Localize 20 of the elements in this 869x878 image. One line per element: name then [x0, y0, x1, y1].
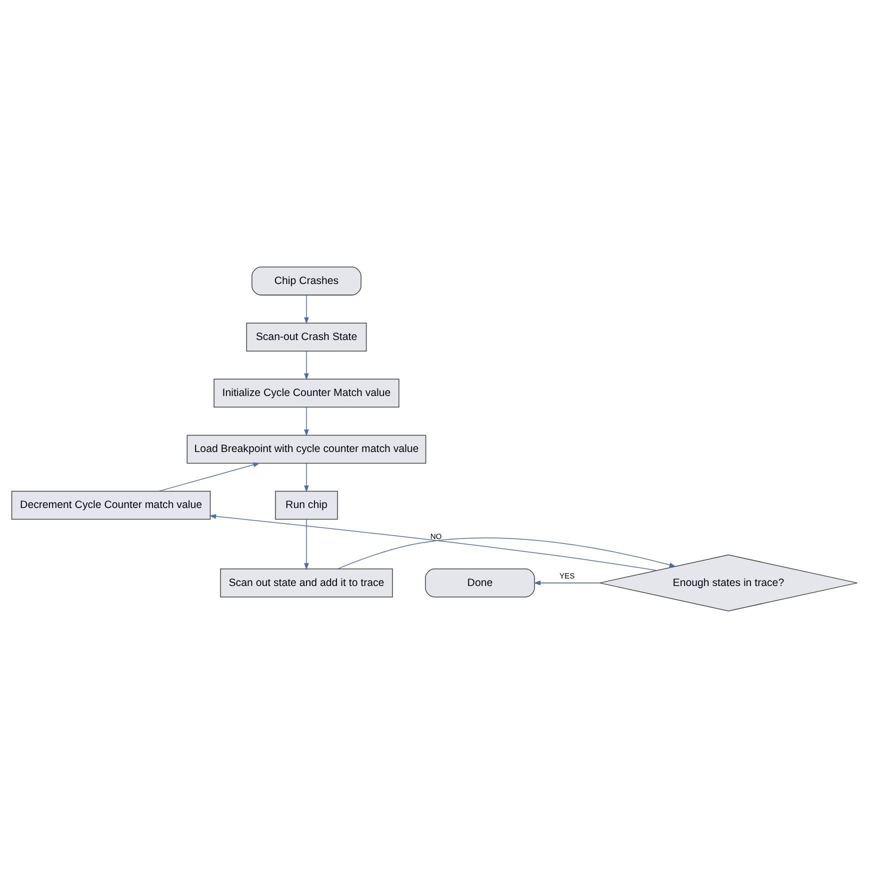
arrow [158, 462, 260, 492]
arrow [304, 463, 309, 492]
node-box: Done [425, 568, 535, 598]
node-box: Initialize Cycle Counter Match value [214, 378, 400, 408]
arrow [534, 580, 600, 586]
edge-label: YES [560, 571, 575, 580]
arrow [304, 518, 309, 570]
node-box: Scan out state and add it to trace [220, 568, 393, 598]
arrow [337, 538, 676, 570]
node-box: Load Breakpoint with cycle counter match value [186, 434, 426, 464]
node-box: Chip Crashes [252, 266, 362, 296]
edge-label: NO [430, 532, 442, 541]
arrow [304, 294, 309, 324]
node-box: Decrement Cycle Counter match value [11, 490, 211, 520]
arrow [304, 407, 309, 436]
arrow [209, 514, 658, 571]
node-box: Scan-out Crash State [246, 322, 367, 352]
node-diamond: Enough states in trace? [599, 554, 858, 612]
arrow [304, 350, 309, 380]
node-box: Run chip [275, 490, 338, 520]
